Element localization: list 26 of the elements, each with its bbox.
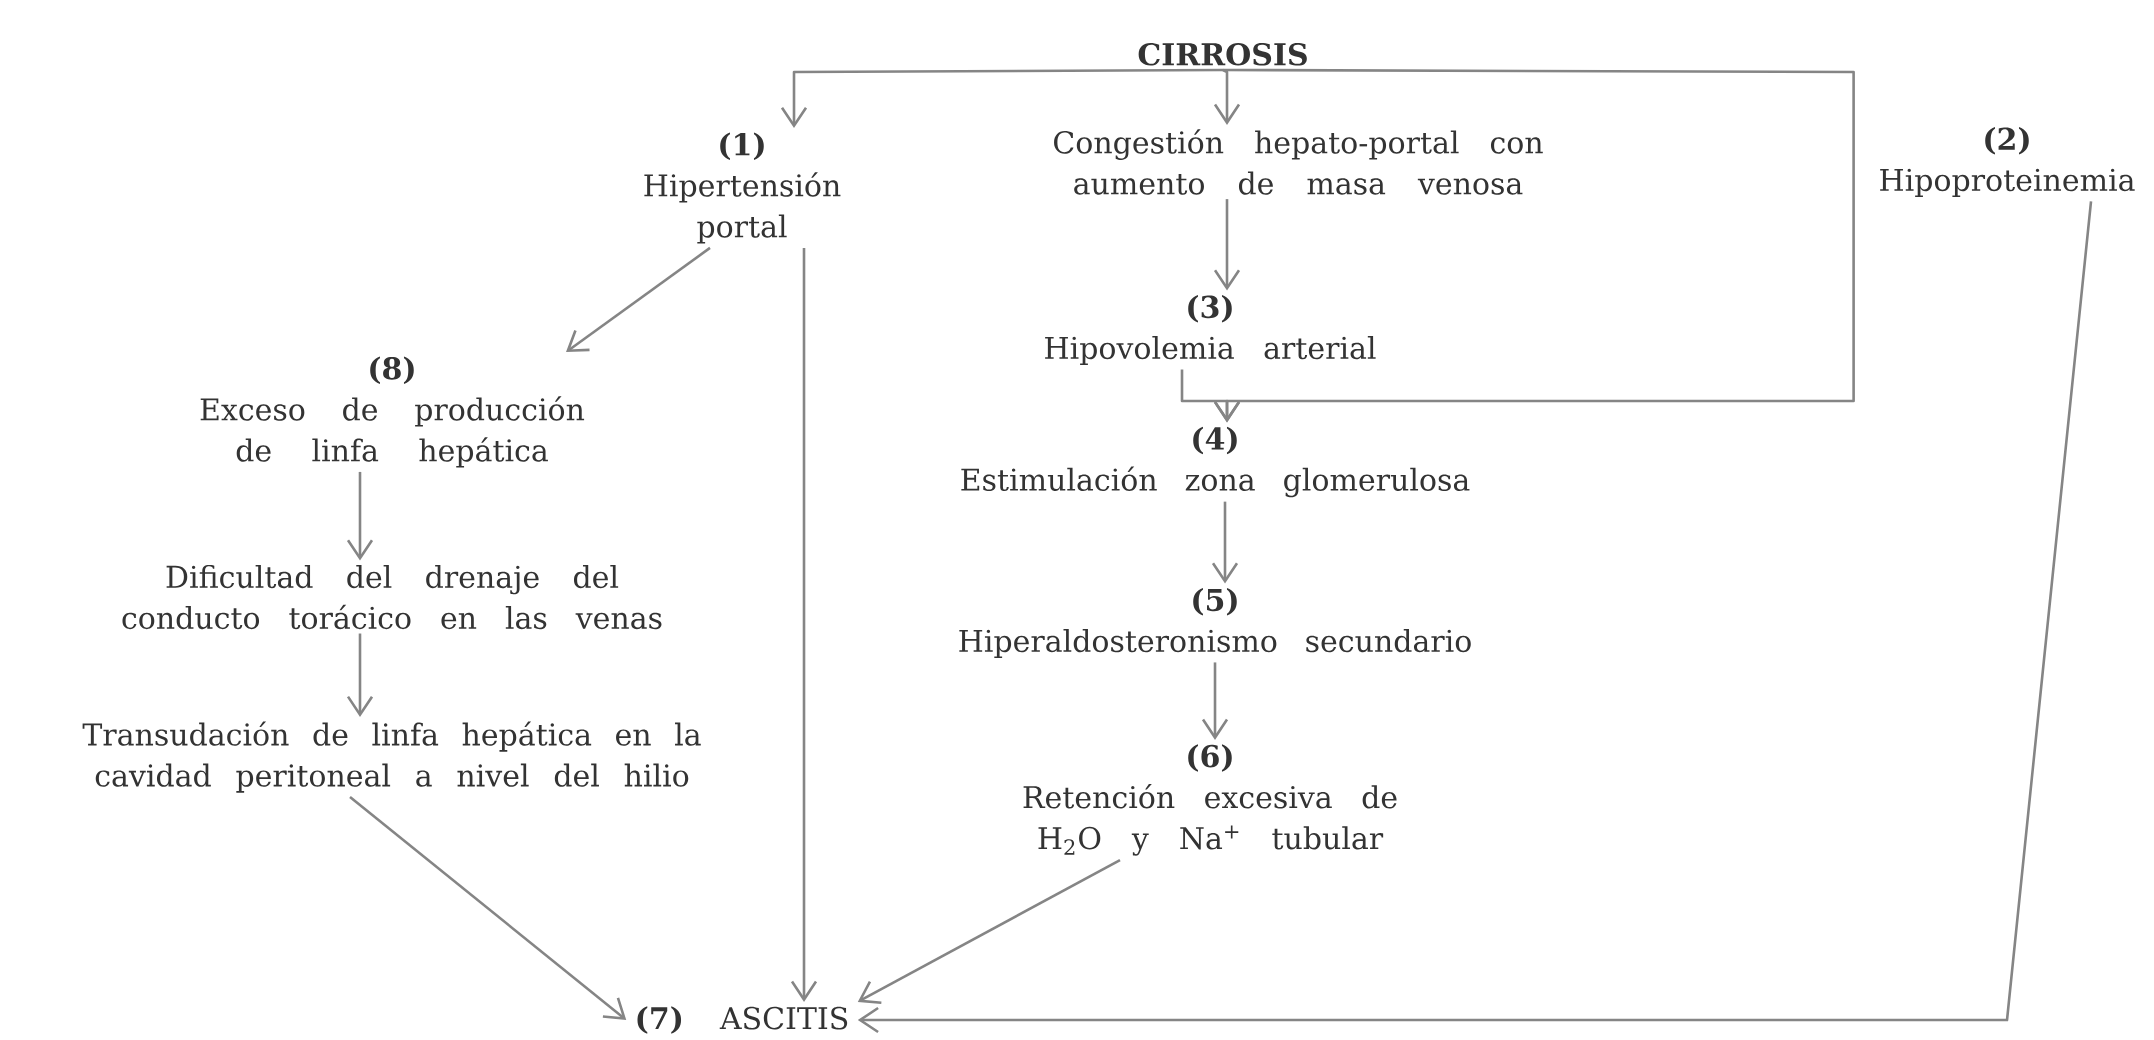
step-text: (8) Exceso de producción de linfa hepática: [200, 356, 585, 468]
step-text: (4) Estimulación zona glomerulosa: [961, 426, 1470, 498]
step-text: (1) Hipertensión portal: [644, 132, 841, 244]
arrow: [1213, 199, 1241, 291]
arrow: [566, 246, 711, 353]
step-text: (2) Hipoproteinemia: [1880, 127, 2135, 197]
step-text: (3) Hipovolemia arterial: [1045, 295, 1376, 366]
arrow: [790, 247, 818, 1002]
step-text: (7) ASCITIS: [637, 1006, 848, 1034]
step-text: Transudación de linfa hepática en la cavidad peritoneal a nivel del hilio: [82, 721, 701, 793]
step-text: (5) Hiperaldosteronismo secundario: [959, 588, 1471, 659]
step-text: Dificultad del drenaje del conducto torácico en las venas: [122, 564, 662, 630]
connector-line: [1223, 68, 1855, 162]
arrow: [1211, 501, 1239, 584]
arrow: [857, 201, 2093, 1034]
arrow: [1201, 662, 1229, 740]
arrow: [349, 796, 627, 1020]
arrow: [1180, 369, 1241, 423]
arrow: [780, 68, 1223, 129]
arrow: [857, 859, 1121, 1005]
arrow: [346, 633, 374, 717]
arrow: [1213, 68, 1241, 125]
step-text: CIRROSIS: [1138, 42, 1307, 66]
arrow: [346, 471, 374, 561]
step-text: (6) Retención excesiva de H$_{2}$O y Na$^{+}$ tubular: [1023, 744, 1397, 856]
step-text: Congestión hepato-portal con aumento de masa venosa: [1054, 129, 1543, 195]
